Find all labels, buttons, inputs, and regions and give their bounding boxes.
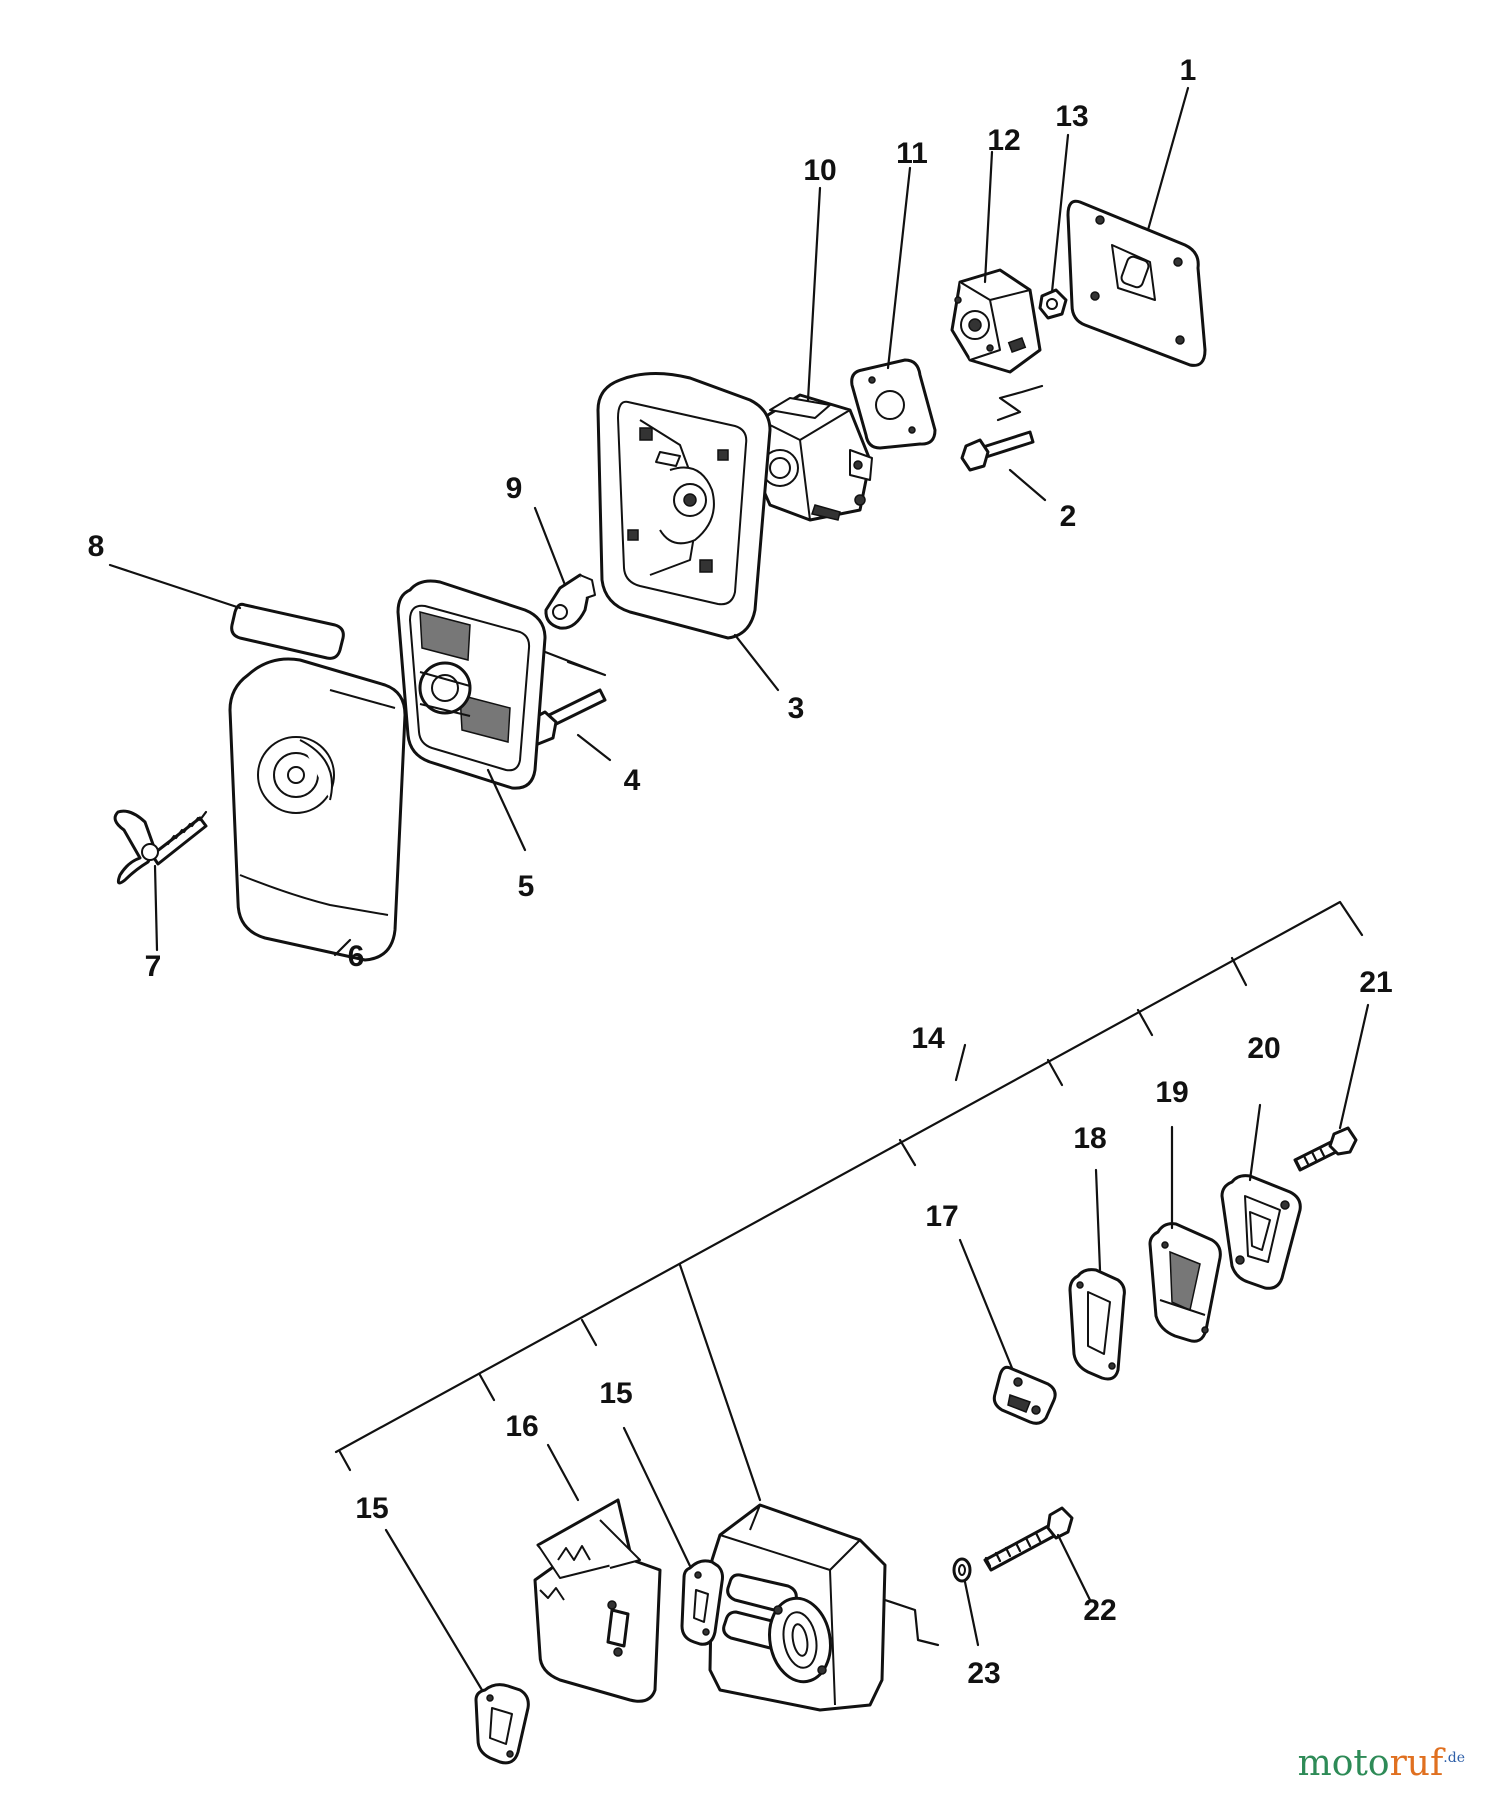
callout-19: 19 [1155, 1076, 1188, 1109]
part-22-bolt [983, 1506, 1074, 1572]
callout-7: 7 [145, 950, 162, 983]
part-5-filter-element [396, 579, 547, 790]
callout-5: 5 [518, 870, 535, 903]
watermark-main: moto [1297, 1743, 1390, 1784]
part-19-screen [1148, 1222, 1222, 1343]
part-3-filter-housing [596, 371, 772, 640]
callout-20: 20 [1247, 1032, 1280, 1065]
callout-16: 16 [505, 1410, 538, 1443]
callout-1: 1 [1180, 54, 1197, 87]
callout-15-right: 15 [599, 1377, 632, 1410]
watermark-logo: motoruf.de [1298, 1743, 1465, 1784]
callout-21: 21 [1359, 966, 1392, 999]
callout-17: 17 [925, 1200, 958, 1233]
part-13-nut [1038, 288, 1068, 320]
callout-12: 12 [987, 124, 1020, 157]
part-15-gasket-left [474, 1683, 530, 1765]
callout-8: 8 [88, 530, 105, 563]
watermark-tld: .de [1443, 1750, 1465, 1766]
callout-23: 23 [967, 1657, 1000, 1690]
part-20-cover-plate [1220, 1174, 1302, 1290]
part-17-baffle [992, 1365, 1057, 1425]
part-10-carburetor [748, 393, 873, 522]
part-11-gasket [850, 358, 937, 450]
part-2-bolt [960, 384, 1044, 472]
part-1-insulator-plate [1066, 199, 1207, 367]
part-16-heat-shield [533, 1498, 662, 1703]
callout-3: 3 [788, 692, 805, 725]
callout-4: 4 [624, 764, 641, 797]
part-12-intake-adapter [950, 268, 1042, 374]
part-7-wing-screw [113, 809, 208, 885]
callout-15-left: 15 [355, 1492, 388, 1525]
callout-14: 14 [911, 1022, 945, 1055]
part-21-bolt [1293, 1126, 1358, 1172]
callout-6: 6 [348, 940, 365, 973]
callout-11: 11 [896, 137, 928, 170]
callout-labels: 1 2 3 4 5 6 7 8 9 10 11 12 13 14 15 15 1… [88, 54, 1393, 1690]
part-14-muffler-body [708, 1503, 940, 1712]
callout-13: 13 [1055, 100, 1088, 133]
part-8-filter-pad [230, 602, 345, 660]
part-18-gasket [1068, 1268, 1126, 1381]
leader-lines [108, 86, 1370, 1692]
part-23-washer [952, 1557, 972, 1583]
callout-10: 10 [803, 154, 836, 187]
callout-2: 2 [1060, 500, 1077, 533]
callout-9: 9 [506, 472, 523, 505]
part-6-filter-cover [228, 657, 407, 962]
part-15-gasket-right [680, 1559, 724, 1646]
callout-18: 18 [1073, 1122, 1106, 1155]
watermark-accent: ruf [1389, 1743, 1444, 1784]
part-9-choke-lever [538, 573, 607, 677]
callout-22: 22 [1083, 1594, 1116, 1627]
